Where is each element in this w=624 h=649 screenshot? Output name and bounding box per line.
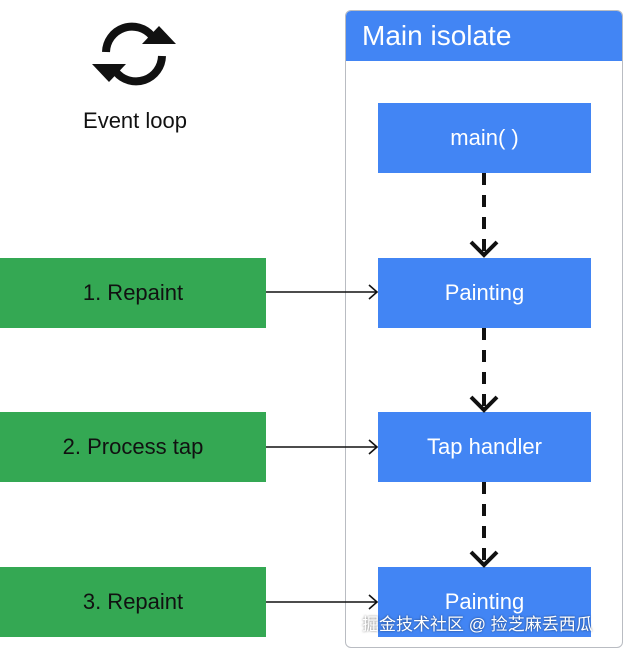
dashed-arrow-2 [469, 328, 499, 413]
dashed-arrow-1 [469, 173, 499, 258]
event-arrow-2 [266, 439, 379, 455]
event-loop-label: Event loop [83, 108, 187, 133]
event-arrow-3 [266, 594, 379, 610]
event-loop-icon [84, 14, 184, 94]
dashed-arrow-3 [469, 482, 499, 568]
step-painting-2: Painting [378, 567, 591, 637]
watermark: 掘金技术社区 @ 捡芝麻丢西瓜 [362, 615, 593, 634]
main-isolate-title: Main isolate [346, 11, 622, 61]
step-main: main( ) [378, 103, 591, 173]
step-painting-1: Painting [378, 258, 591, 328]
event-arrow-1 [266, 284, 379, 300]
event-repaint-2: 3. Repaint [0, 567, 266, 637]
event-repaint-1: 1. Repaint [0, 258, 266, 328]
event-process-tap: 2. Process tap [0, 412, 266, 482]
step-tap-handler: Tap handler [378, 412, 591, 482]
